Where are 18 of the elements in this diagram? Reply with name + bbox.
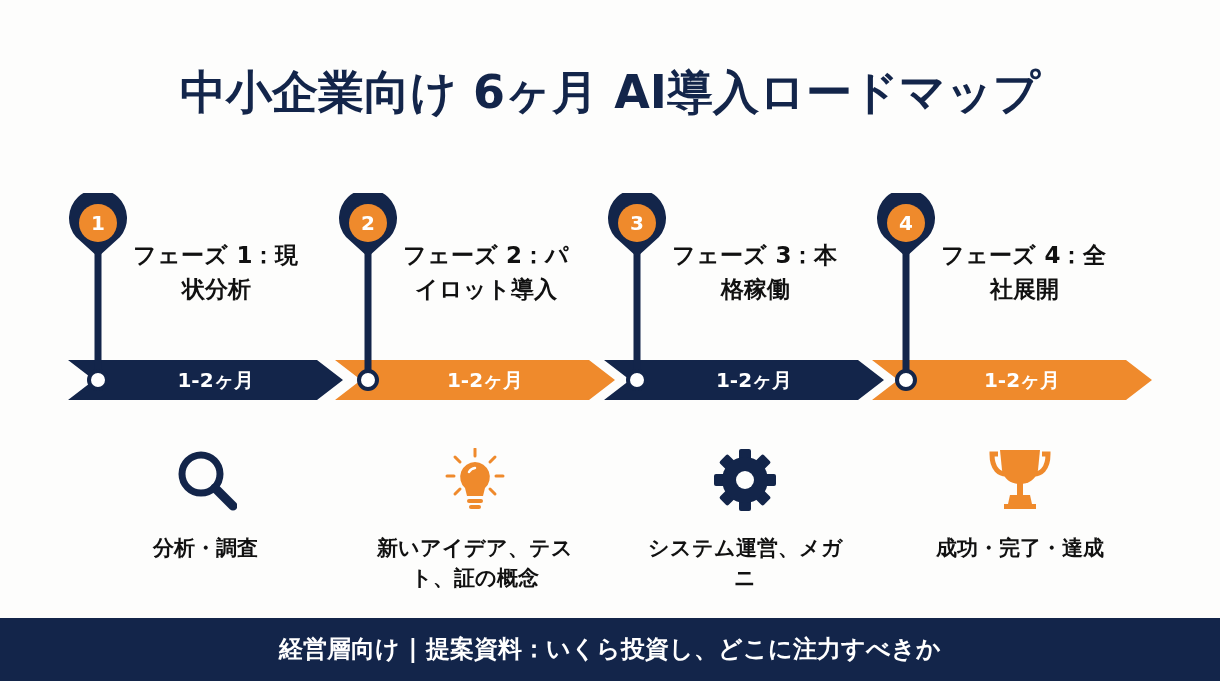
title: 中小企業向け 6ヶ月 AI導入ロードマップ <box>179 64 1042 121</box>
footer-band: 経営層向け | 提案資料：いくら投資し、どこに注力すべきか <box>0 618 1220 681</box>
map-pin: 2 <box>336 193 400 360</box>
map-pin: 1 <box>66 193 130 360</box>
icon-caption: 新いアイデア、テスト、証の概念 <box>376 535 574 592</box>
timeline-band: 1-2ヶ月 <box>604 360 884 400</box>
map-pin: 4 <box>874 193 938 360</box>
phase-title: フェーズ 4：全社展開 <box>940 241 1108 304</box>
icon-caption: 分析・調査 <box>151 535 259 562</box>
phase-title: フェーズ 3：本格稼働 <box>671 241 839 304</box>
phase-title: フェーズ 1：現状分析 <box>132 241 300 304</box>
timeline-band: 1-2ヶ月 <box>68 360 343 400</box>
timeline-band: 1-2ヶ月 <box>335 360 615 400</box>
icon-caption: 成功・完了・達成 <box>935 535 1105 562</box>
icon-caption: システム運営、メガニ <box>646 535 844 592</box>
timeline-band: 1-2ヶ月 <box>872 360 1152 400</box>
map-pin: 3 <box>605 193 669 360</box>
phase-title: フェーズ 2：パイロット導入 <box>402 241 570 304</box>
